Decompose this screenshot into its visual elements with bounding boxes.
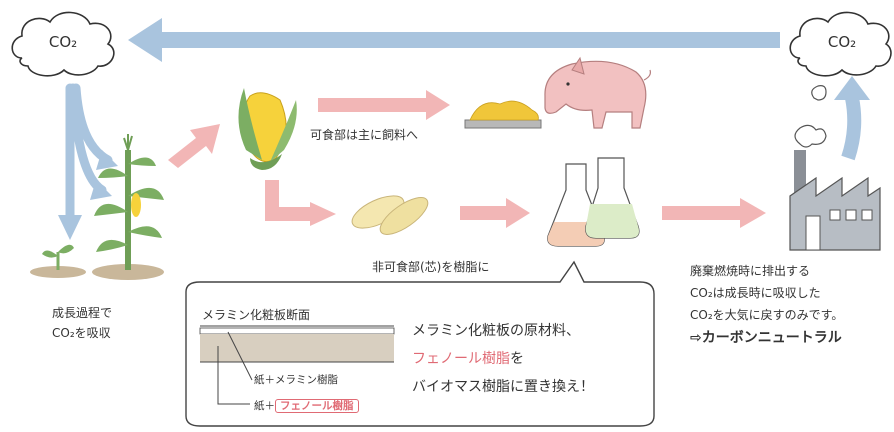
pig-icon [544, 56, 651, 129]
cross-section-title: メラミン化粧板断面 [202, 308, 311, 322]
disposal-arrow [662, 198, 766, 228]
factory-icon [789, 85, 881, 251]
layer-bottom-highlight: フェノール樹脂 [275, 399, 359, 413]
resin-arrow [460, 198, 530, 228]
callout-line2: フェノール樹脂を [412, 348, 524, 368]
edible-label: 可食部は主に飼料へ [310, 128, 419, 142]
emit-co2-arrow [834, 76, 870, 161]
carbon-neutral-label: ⇨カーボンニュートラル [690, 330, 842, 346]
corn-cob-icon [351, 195, 429, 235]
growth-label-line1: 成長過程で [52, 306, 113, 320]
emit-label-line1: 廃棄燃焼時に排出する [690, 264, 811, 278]
harvest-arrow [168, 124, 220, 168]
layer-top-label: 紙＋メラミン樹脂 [254, 374, 338, 386]
cloud-icon [789, 11, 892, 77]
corn-plant-icon [92, 134, 164, 280]
absorb-arrowheads [58, 150, 118, 240]
corn-icon [238, 88, 297, 170]
cloud-icon [11, 11, 115, 77]
callout-bubble [185, 260, 655, 427]
plant-icon [30, 244, 86, 278]
callout-line1: メラミン化粧板の原材料、 [412, 323, 580, 339]
feed-tray-icon [464, 100, 542, 129]
inedible-label: 非可食部(芯)を樹脂に [372, 260, 490, 274]
return-co2-arrow [128, 18, 780, 62]
callout-line2-suffix: を [510, 351, 524, 367]
callout-highlight: フェノール樹脂 [412, 351, 510, 367]
layer-bottom-label: 紙＋フェノール樹脂 [254, 398, 359, 413]
emit-label-line3: CO₂を大気に戻すのみです。 [690, 308, 844, 322]
flask-icon [547, 157, 640, 247]
laminate-cross-section [199, 325, 395, 405]
edible-arrow [318, 90, 450, 120]
left-cloud-label: CO₂ [48, 33, 78, 51]
growth-label-line2: CO₂を吸収 [52, 326, 111, 340]
callout-line3: バイオマス樹脂に置き換え！ [412, 379, 594, 395]
inedible-arrow [265, 180, 336, 226]
emit-label-line2: CO₂は成長時に吸収した [690, 286, 821, 300]
right-cloud-label: CO₂ [827, 33, 857, 51]
layer-bottom-prefix: 紙＋ [254, 400, 275, 412]
